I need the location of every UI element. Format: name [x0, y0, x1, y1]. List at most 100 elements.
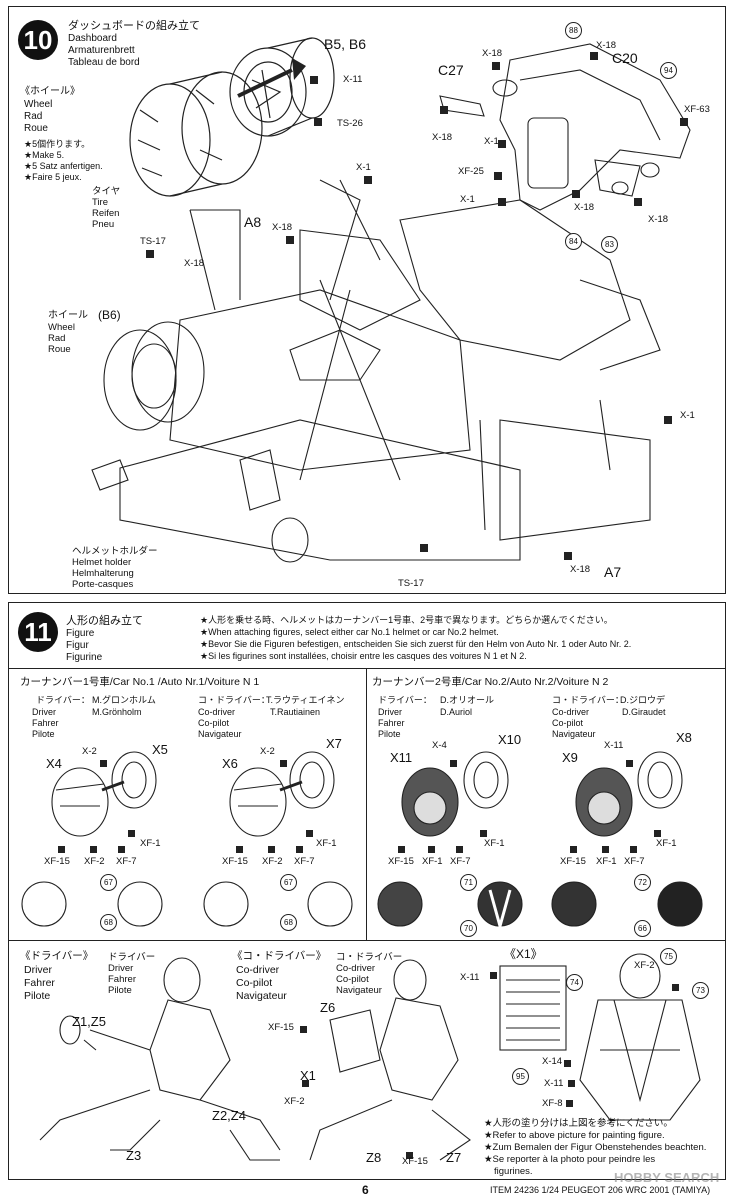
label-b5b6: B5, B6 [324, 36, 367, 52]
car2-a-big2: X10 [498, 732, 522, 747]
car2-codriver-en: Co-driver [552, 707, 590, 717]
car1-driver-fr: Pilote [32, 729, 55, 739]
car1-a-big2: X5 [152, 742, 168, 757]
x1-title: 《X1》 [504, 947, 543, 961]
label-ts17a: TS-17 [140, 236, 166, 247]
car1-b-xf15: XF-15 [222, 856, 248, 867]
label-c27: C27 [438, 62, 464, 78]
car1-codriver-label-ja: コ・ドライバー： [198, 695, 270, 705]
part-z7: Z7 [446, 1150, 462, 1165]
wheel2-fr: Roue [48, 344, 71, 355]
callout-75: 75 [660, 948, 677, 965]
car1-a-xf2: XF-2 [84, 856, 105, 867]
car2-b-xf15: XF-15 [560, 856, 586, 867]
step11-note-de: ★Bevor Sie die Figuren befestigen, entsc… [200, 639, 632, 649]
step11-panel [8, 602, 726, 1180]
x1-x11-a: X-11 [460, 972, 480, 983]
step11-note-ja: ★人形を乗せる時、ヘルメットはカーナンバー1号車、2号車で異なります。どちらか選… [200, 615, 613, 625]
label-x18-5: X-18 [184, 258, 205, 269]
car2-header: カーナンバー2号車/Car No.2/Auto Nr.2/Voiture N 2 [372, 676, 609, 688]
decal-71: 71 [460, 874, 477, 891]
car1-driver-label-ja: ドライバー： [36, 695, 90, 705]
car1-codriver-name-ja: T.ラウティエイネン [266, 695, 345, 705]
paint-note-de: ★Zum Bemalen der Figur Obenstehendes bea… [484, 1142, 707, 1153]
step10-illustration [91, 37, 691, 563]
driver-title-ja: 《ドライバー》 [20, 950, 94, 962]
driver-title-en: Driver [24, 964, 52, 976]
label-x18-8: X-18 [570, 564, 591, 575]
codriver-title-ja: 《コ・ドライバー》 [232, 950, 327, 962]
step11-note-fr: ★Si les figurines sont installées, chois… [200, 651, 527, 661]
decal-72: 72 [634, 874, 651, 891]
step11-title-en: Figure [66, 628, 95, 639]
label-x1-4: X-1 [680, 410, 695, 421]
car1-codriver-name: T.Rautiainen [270, 707, 321, 717]
codriver-title-en: Co-driver [236, 964, 280, 976]
figure-rule [8, 940, 726, 941]
car1-codriver-de: Co-pilot [198, 718, 230, 728]
x1-xf8: XF-8 [542, 1098, 563, 1109]
paint-note-en: ★Refer to above picture for painting fig… [484, 1130, 665, 1141]
car2-codriver-label-ja: コ・ドライバー： [552, 695, 624, 705]
paint-note-ja: ★人形の塗り分けは上図を参考にください。 [484, 1118, 673, 1129]
page-number: 6 [362, 1183, 369, 1197]
car2-a-x4: X-4 [432, 740, 447, 751]
car1-driver-de: Fahrer [32, 718, 59, 728]
decal-67-a: 67 [100, 874, 117, 891]
part-z2z4: Z2,Z4 [212, 1108, 246, 1123]
step11-note-en: ★When attaching figures, select either c… [200, 627, 499, 637]
label-x1-2: X-1 [460, 194, 475, 205]
wheel-title-ja: 《ホイール》 [20, 86, 80, 97]
part-x1: X1 [300, 1068, 316, 1083]
car1-b-x2: X-2 [260, 746, 275, 757]
step10-panel [8, 6, 726, 594]
car2-codriver-fr: Navigateur [552, 729, 596, 739]
part-z8: Z8 [366, 1150, 382, 1165]
car1-a-xf1: XF-1 [140, 838, 161, 849]
car1-a-xf15: XF-15 [44, 856, 70, 867]
codriver-xf15-b: XF-15 [402, 1156, 428, 1167]
car2-codriver-de: Co-pilot [552, 718, 584, 728]
part-z1z5: Z1,Z5 [72, 1014, 106, 1029]
codriver-title-de: Co-pilot [236, 977, 273, 989]
car1-b-xf2: XF-2 [262, 856, 283, 867]
make5-en: ★Make 5. [24, 150, 65, 160]
make5-fr: ★Faire 5 jeux. [24, 172, 82, 182]
car2-a-xf1: XF-1 [422, 856, 443, 867]
car1-driver-name: M.Grönholm [92, 707, 142, 717]
part-z6: Z6 [320, 1000, 336, 1015]
label-x18-1: X-18 [482, 48, 503, 59]
label-x18-7: X-18 [648, 214, 669, 225]
step11-title-de: Figur [66, 640, 89, 651]
car2-driver-de: Fahrer [378, 718, 405, 728]
callout-88: 88 [565, 22, 582, 39]
label-x18-2: X-18 [596, 40, 617, 51]
wheel2-part: (B6) [98, 308, 121, 322]
make5-de: ★5 Satz anfertigen. [24, 161, 103, 171]
callout-95: 95 [512, 1068, 529, 1085]
label-x1-3: X-1 [356, 162, 371, 173]
label-a8: A8 [244, 214, 262, 230]
step10-title-en: Dashboard [68, 33, 117, 44]
car1-a-big1: X4 [46, 756, 62, 771]
car2-a-xf1b: XF-1 [484, 838, 505, 849]
car2-driver-fr: Pilote [378, 729, 401, 739]
car1-b-xf7: XF-7 [294, 856, 315, 867]
car2-driver-en: Driver [378, 707, 402, 717]
watermark: HOBBY SEARCH [614, 1170, 720, 1185]
car1-codriver-en: Co-driver [198, 707, 236, 717]
callout-83: 83 [601, 236, 618, 253]
car2-codriver-name-ja: D.ジロウデ [620, 695, 666, 705]
decal-68-b: 68 [280, 914, 297, 931]
step10-title-de: Armaturenbrett [68, 45, 135, 56]
label-x18-4: X-18 [272, 222, 293, 233]
decal-66: 66 [634, 920, 651, 937]
decal-68-a: 68 [100, 914, 117, 931]
paint-note-fr: ★Se reporter à la photo pour peindre les [484, 1154, 656, 1165]
car1-a-x2: X-2 [82, 746, 97, 757]
step10-title-fr: Tableau de bord [68, 57, 140, 68]
step10-title-ja: ダッシュボードの組み立て [68, 20, 200, 32]
driver-title-fr: Pilote [24, 990, 51, 1002]
x1-xf2: XF-2 [634, 960, 655, 971]
